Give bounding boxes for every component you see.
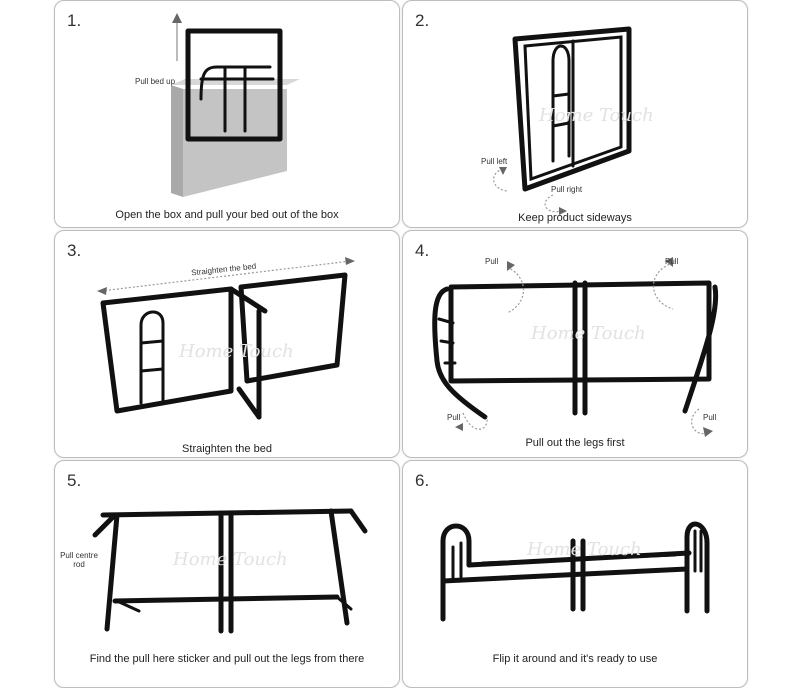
step-5-panel: 5. Pull centre rod Home Touch Find the p… bbox=[54, 460, 400, 688]
label-pull-bottom-right: Pull bbox=[703, 413, 717, 422]
step-2-panel: 2. Pull left Pull right Home Touch Keep … bbox=[402, 0, 748, 228]
step-6-illustration bbox=[440, 521, 710, 622]
step-3-illustration bbox=[97, 257, 355, 420]
step-number: 2. bbox=[415, 11, 430, 30]
watermark: Home Touch bbox=[173, 549, 288, 570]
watermark: Home Touch bbox=[527, 539, 642, 560]
step-number: 5. bbox=[67, 471, 82, 490]
label-pull-top-left: Pull bbox=[485, 257, 499, 266]
step-3-panel: 3. Straighten the bed Home Touch Straigh… bbox=[54, 230, 400, 458]
step-2-illustration bbox=[493, 26, 632, 215]
label-pull-right: Pull right bbox=[551, 185, 583, 194]
label-pull-bottom-left: Pull bbox=[447, 413, 461, 422]
label-pull-top-right: Pull bbox=[665, 257, 679, 266]
step-caption: Straighten the bed bbox=[182, 443, 272, 455]
label-pull-left: Pull left bbox=[481, 157, 508, 166]
step-caption: Pull out the legs first bbox=[525, 437, 625, 449]
step-1-panel: 1. Pull bed up Open the box and pull you… bbox=[54, 0, 400, 228]
step-number: 4. bbox=[415, 241, 430, 260]
step-number: 3. bbox=[67, 241, 82, 260]
step-caption: Find the pull here sticker and pull out … bbox=[89, 653, 365, 665]
label-pull-centre-rod: Pull centre rod bbox=[60, 551, 98, 569]
step-caption: Flip it around and it's ready to use bbox=[492, 653, 658, 665]
step-caption: Open the box and pull your bed out of th… bbox=[115, 209, 339, 221]
watermark: Home Touch bbox=[179, 341, 294, 362]
watermark: Home Touch bbox=[531, 323, 646, 344]
step-caption: Keep product sideways bbox=[518, 212, 632, 224]
step-1-illustration bbox=[171, 13, 300, 197]
label-pull-bed-up: Pull bed up bbox=[135, 77, 176, 86]
step-5-illustration bbox=[92, 508, 368, 634]
step-4-panel: 4. Pull Pull Pull Pull Home Touch Pull o… bbox=[402, 230, 748, 458]
step-number: 1. bbox=[67, 11, 82, 30]
step-6-panel: 6. Home Touch Flip it around and it's re… bbox=[402, 460, 748, 688]
watermark: Home Touch bbox=[539, 105, 654, 126]
step-number: 6. bbox=[415, 471, 430, 490]
step-4-illustration bbox=[432, 257, 719, 437]
